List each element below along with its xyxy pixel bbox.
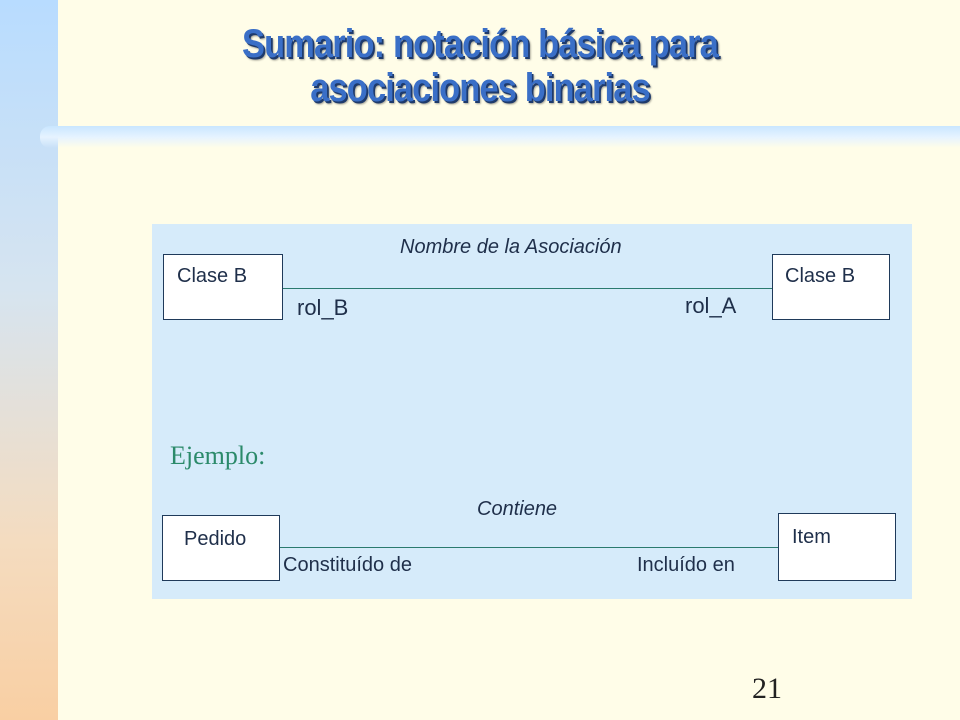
role-right-label: rol_A: [685, 293, 737, 318]
left-decorative-band: [0, 0, 58, 720]
example-class-right-name: Item: [792, 526, 831, 548]
association-line: [283, 288, 772, 289]
class-box-left: Clase B: [163, 254, 283, 320]
example-association-name: Contiene: [477, 498, 558, 520]
association-name-label: Nombre de la Asociación: [400, 236, 622, 258]
role-left-label: rol_B: [297, 295, 349, 320]
example-class-box-right: Item: [778, 513, 896, 581]
title-line-2: asociaciones binarias: [310, 66, 650, 110]
class-box-right: Clase B: [772, 254, 890, 320]
title-line-1: Sumario: notación básica para: [242, 22, 719, 66]
example-association-line: [280, 547, 778, 548]
example-class-box-left: Pedido: [162, 515, 280, 581]
class-right-name: Clase B: [785, 265, 856, 287]
example-role-left-label: Constituído de: [283, 554, 412, 576]
example-role-right-label: Incluído en: [637, 554, 735, 576]
example-heading: Ejemplo:: [170, 441, 266, 470]
example-class-left-name: Pedido: [184, 528, 247, 550]
slide-title: Sumario: notación básica para asociacion…: [170, 22, 789, 110]
title-underline-decoration: [40, 126, 960, 148]
class-left-name: Clase B: [177, 265, 248, 287]
page-number: 21: [752, 672, 782, 705]
